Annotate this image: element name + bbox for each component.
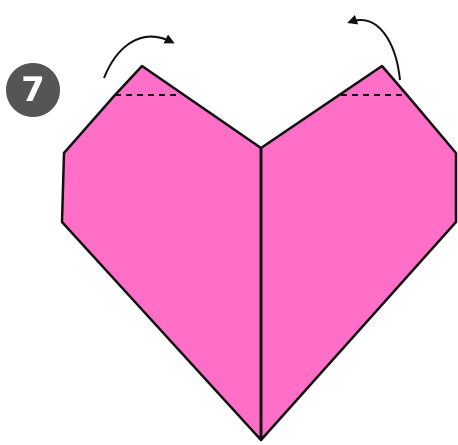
step-number: 7: [21, 73, 45, 107]
heart-left-half: [62, 66, 261, 440]
heart-right-half: [261, 66, 456, 440]
step-badge: 7: [6, 63, 60, 117]
